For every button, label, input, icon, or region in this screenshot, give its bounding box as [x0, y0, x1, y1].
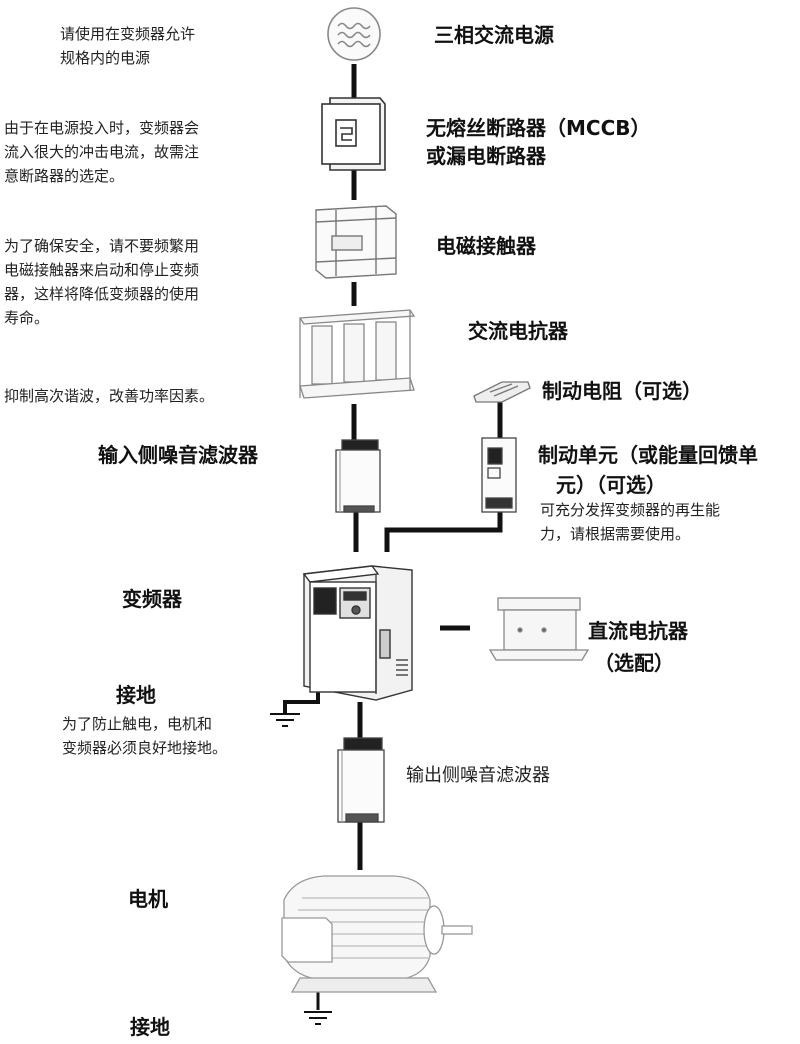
note-breaker: 由于在电源投入时，变频器会 流入很大的冲击电流，故需注 意断路器的选定。: [4, 116, 199, 188]
input-filter-icon: [335, 439, 381, 513]
note-line: 为了防止触电，电机和: [62, 715, 213, 733]
label-brake-unit-line2: 元）（可选）: [556, 473, 666, 497]
label-dc-reactor-line2: （选配）: [594, 651, 674, 675]
brake-unit-icon: [481, 437, 517, 513]
motor-icon: [281, 875, 473, 993]
label-ac-reactor: 交流电抗器: [468, 319, 568, 343]
label-output-filter: 输出侧噪音滤波器: [406, 765, 550, 786]
ac-reactor-icon: [298, 309, 416, 399]
label-power-source: 三相交流电源: [434, 23, 554, 47]
ground-icon-2: [304, 1011, 332, 1025]
note-line: 可充分发挥变频器的再生能: [540, 501, 721, 519]
note-line: 请使用在变频器允许: [60, 25, 196, 43]
note-line: 寿命。: [4, 309, 50, 327]
label-inverter: 变频器: [122, 587, 182, 611]
note-line: 由于在电源投入时，变频器会: [4, 119, 200, 137]
label-breaker-line1: 无熔丝断路器（MCCB）: [426, 116, 651, 140]
note-line: 变频器必须良好地接地。: [62, 739, 228, 757]
note-line: 规格内的电源: [60, 49, 151, 67]
output-filter-icon: [337, 737, 385, 823]
label-ground-2: 接地: [130, 1015, 170, 1039]
note-line: 流入很大的冲击电流，故需注: [4, 143, 200, 161]
label-contactor: 电磁接触器: [436, 234, 536, 258]
label-input-filter: 输入侧噪音滤波器: [98, 443, 258, 467]
inverter-icon: [302, 565, 413, 701]
note-brake-unit: 可充分发挥变频器的再生能 力，请根据需要使用。: [540, 498, 720, 546]
note-line: 意断路器的选定。: [4, 167, 125, 185]
brake-link-2: [384, 512, 503, 552]
ground-wire-1: [283, 686, 320, 713]
dc-reactor-icon: [488, 597, 590, 661]
brake-resistor-icon: [473, 381, 531, 403]
note-ground: 为了防止触电，电机和 变频器必须良好地接地。: [62, 712, 227, 760]
note-line: 器，这样将降低变频器的使用: [4, 285, 200, 303]
label-breaker-line2: 或漏电断路器: [426, 144, 546, 168]
note-line: 抑制高次谐波，改善功率因素。: [4, 387, 215, 405]
note-contactor: 为了确保安全，请不要频繁用 电磁接触器来启动和停止变频 器，这样将降低变频器的使…: [4, 234, 199, 330]
label-dc-reactor-line1: 直流电抗器: [588, 619, 688, 643]
note-power: 请使用在变频器允许 规格内的电源: [60, 22, 195, 70]
contactor-icon: [315, 205, 397, 279]
label-brake-unit-line1: 制动单元（或能量回馈单: [538, 443, 758, 467]
label-motor: 电机: [128, 887, 168, 911]
note-line: 电磁接触器来启动和停止变频: [4, 261, 200, 279]
label-ground-1: 接地: [116, 683, 156, 707]
ac-source-icon: [327, 7, 381, 61]
ground-icon-1: [270, 713, 300, 727]
note-reactor: 抑制高次谐波，改善功率因素。: [4, 384, 214, 408]
label-brake-resistor: 制动电阻（可选）: [542, 379, 702, 403]
note-line: 为了确保安全，请不要频繁用: [4, 237, 200, 255]
note-line: 力，请根据需要使用。: [540, 525, 691, 543]
breaker-icon: [321, 97, 386, 171]
